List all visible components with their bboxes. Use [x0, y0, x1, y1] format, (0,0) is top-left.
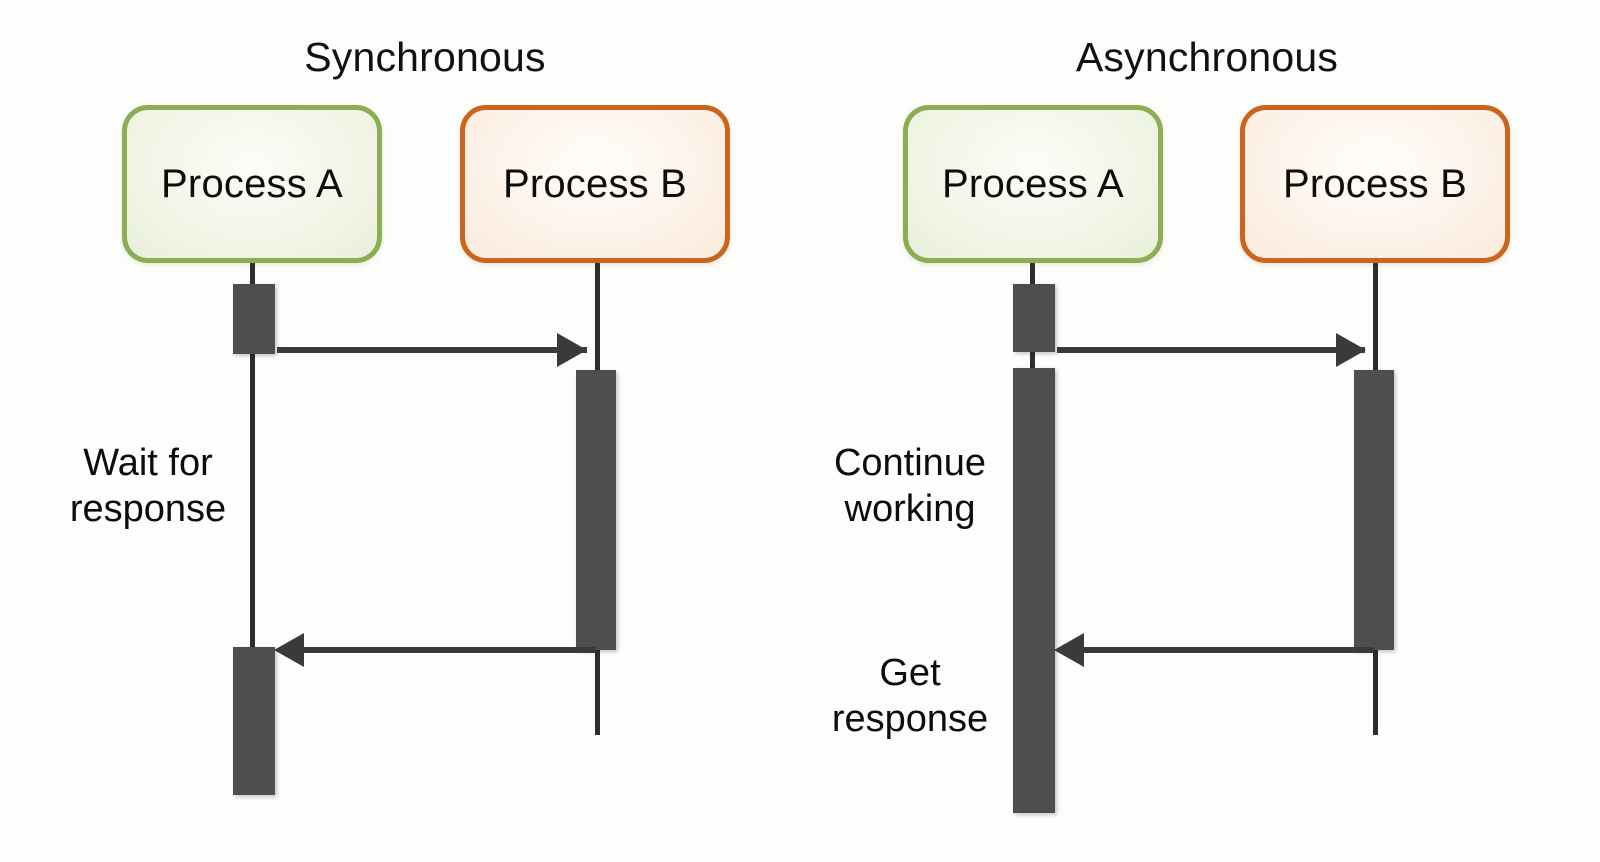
- message-arrowhead-sync-request: [557, 333, 587, 367]
- activation-bar-async-a-continue: [1013, 368, 1055, 813]
- activation-bar-async-a-call: [1013, 284, 1055, 352]
- message-line-async-request: [1057, 347, 1365, 353]
- note-sync-wait-for-response: Wait for response: [69, 442, 227, 531]
- participant-label: Process B: [1282, 161, 1468, 206]
- activation-bar-sync-a-resume: [233, 647, 275, 795]
- note-async-get-response: Get response: [831, 652, 989, 741]
- activation-bar-sync-a-call: [233, 284, 275, 354]
- participant-label: Process B: [502, 161, 688, 206]
- panel-title-asynchronous: Asynchronous: [1075, 34, 1339, 80]
- participant-box-sync-process-a[interactable]: Process A: [122, 105, 382, 263]
- message-line-sync-request: [277, 347, 587, 353]
- note-async-continue-working: Continue working: [833, 442, 987, 531]
- participant-label: Process A: [161, 161, 343, 206]
- activation-bar-sync-b-handle: [576, 370, 616, 650]
- message-arrowhead-async-request: [1336, 333, 1366, 367]
- message-line-sync-response: [300, 647, 596, 653]
- activation-bar-async-b-handle: [1354, 370, 1394, 650]
- participant-box-async-process-b[interactable]: Process B: [1240, 105, 1510, 263]
- message-arrowhead-async-response: [1054, 633, 1084, 667]
- message-arrowhead-sync-response: [274, 633, 304, 667]
- participant-box-sync-process-b[interactable]: Process B: [460, 105, 730, 263]
- panel-title-synchronous: Synchronous: [304, 34, 546, 80]
- participant-box-async-process-a[interactable]: Process A: [903, 105, 1163, 263]
- participant-label: Process A: [942, 161, 1124, 206]
- lifeline-sync-process-a: [250, 263, 255, 795]
- message-line-async-response: [1080, 647, 1374, 653]
